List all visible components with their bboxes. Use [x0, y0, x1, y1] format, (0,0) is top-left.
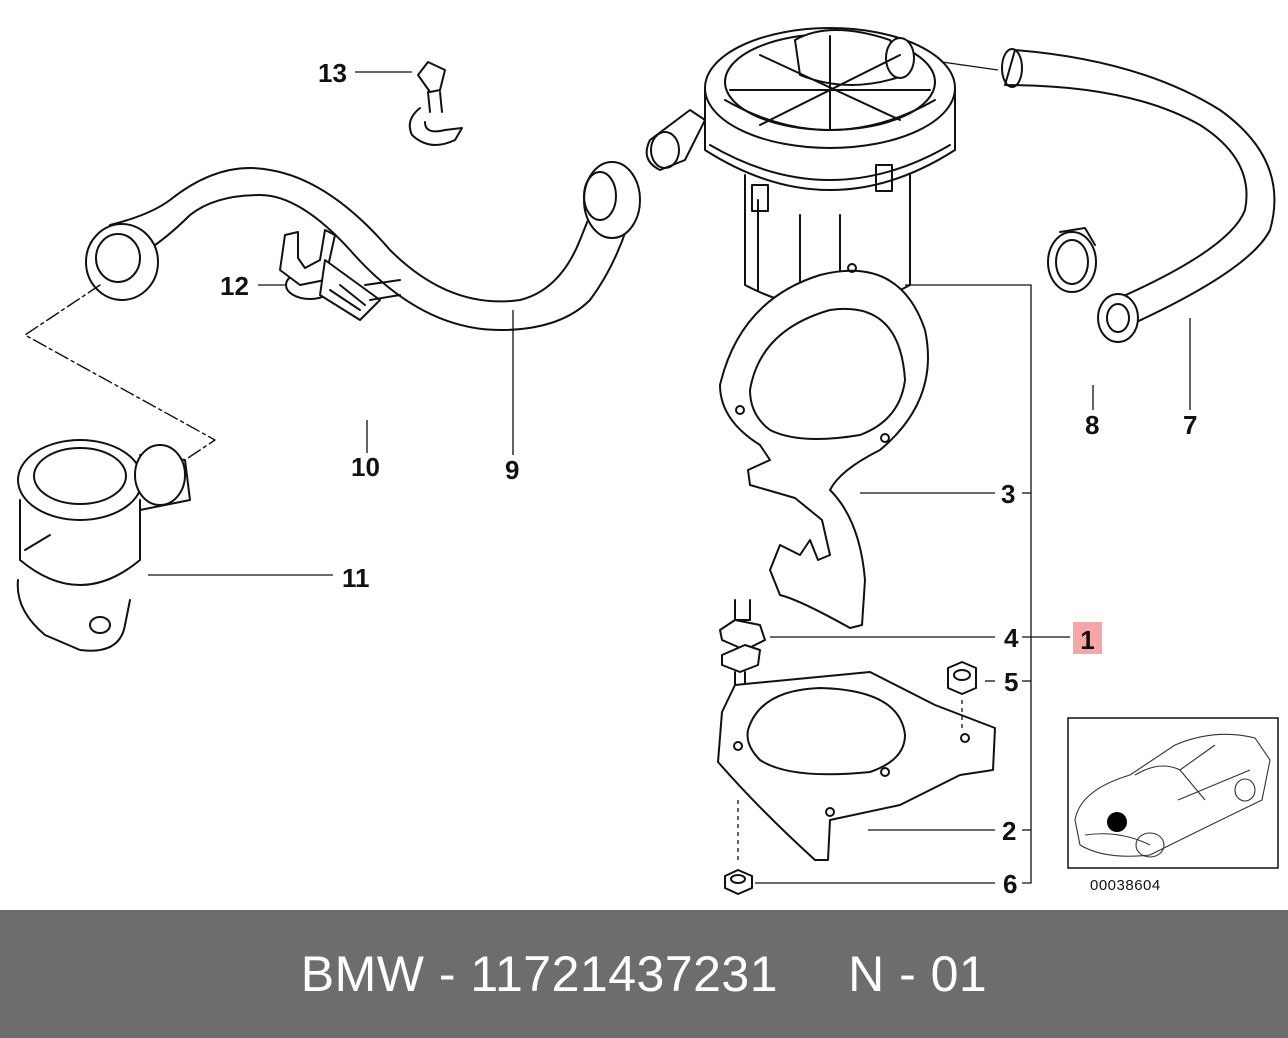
callout-1: 1 — [1080, 625, 1095, 655]
callout-4: 4 — [1004, 623, 1019, 653]
leader-lines — [148, 61, 1191, 884]
bracket-3-drawing — [719, 263, 929, 629]
part-number-label: BMW - 11721437231 — [300, 946, 779, 1002]
callout-5: 5 — [1004, 667, 1019, 697]
callout-11: 11 — [342, 563, 370, 593]
callout-6: 6 — [1003, 869, 1018, 899]
nut-5-drawing — [947, 661, 977, 695]
nut-6-drawing — [724, 869, 753, 895]
callout-9: 9 — [505, 455, 520, 485]
callout-2: 2 — [1002, 816, 1017, 846]
clip-10-drawing — [279, 229, 401, 321]
hose-9-drawing — [85, 161, 641, 331]
hose-clamp-8-drawing — [1047, 227, 1097, 293]
callout-7: 7 — [1183, 410, 1198, 440]
air-pump-drawing — [645, 27, 956, 317]
diagram-position-label: N - 01 — [848, 946, 988, 1002]
diagram-reference-code: 00038604 — [1090, 877, 1161, 894]
callout-10: 10 — [351, 452, 380, 482]
rubber-mount-4-drawing — [719, 599, 766, 686]
valve-11-drawing — [16, 439, 191, 652]
callout-12: 12 — [220, 271, 249, 301]
callout-3: 3 — [1001, 479, 1016, 509]
clip-13-drawing — [408, 61, 463, 146]
footer-text: BMW - 11721437231 N - 01 — [0, 910, 1288, 1038]
highlighted-callout-1: 1 — [1073, 622, 1102, 655]
hose-7-drawing — [1001, 48, 1276, 343]
footer-bar: BMW - 11721437231 N - 01 — [0, 910, 1288, 1038]
bracket-2-drawing — [717, 671, 996, 861]
vehicle-location-thumbnail — [1067, 717, 1279, 869]
callout-13: 13 — [318, 58, 347, 88]
callout-8: 8 — [1085, 410, 1100, 440]
parts-diagram — [16, 27, 1279, 895]
